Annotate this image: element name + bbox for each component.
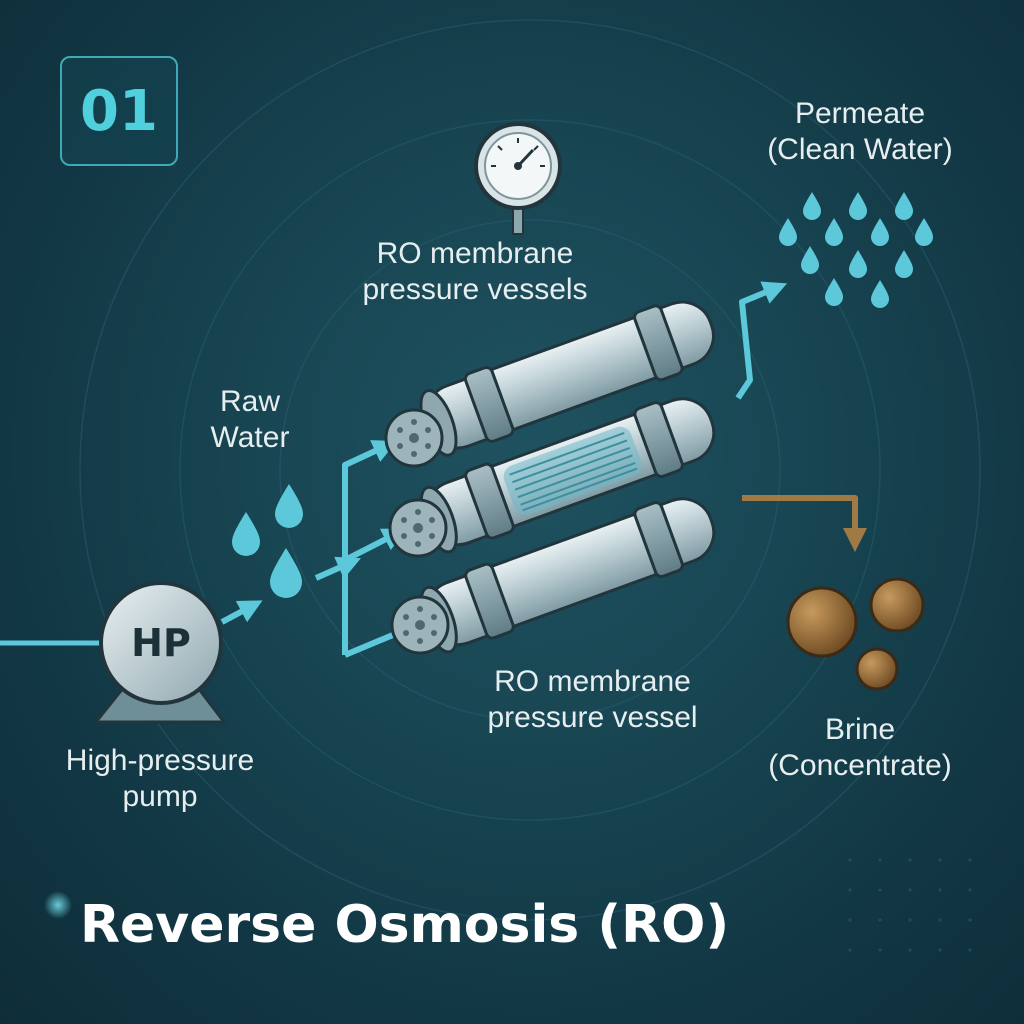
water-drop-icon xyxy=(232,484,303,598)
glow-dot xyxy=(44,891,72,919)
label-vessel-bottom: RO membrane pressure vessel xyxy=(455,664,730,736)
dot-grid xyxy=(848,858,972,952)
label-line: pump xyxy=(122,780,198,813)
flow-arrow-icon xyxy=(220,600,263,625)
brine-arrow-icon xyxy=(742,495,867,552)
label-line: Raw xyxy=(219,385,280,418)
label-raw-water: Raw Water xyxy=(190,384,310,456)
high-pressure-pump xyxy=(94,581,226,724)
label-line: Water xyxy=(210,421,290,454)
pressure-gauge-icon xyxy=(474,122,562,235)
label-line: RO membrane xyxy=(376,237,574,270)
label-vessels-top: RO membrane pressure vessels xyxy=(330,236,620,308)
label-line: (Clean Water) xyxy=(767,133,953,166)
label-permeate: Permeate (Clean Water) xyxy=(740,96,980,168)
label-line: Brine xyxy=(824,713,896,746)
permeate-drops-icon xyxy=(779,192,933,308)
label-line: RO membrane xyxy=(494,665,691,698)
background-rings xyxy=(79,19,981,921)
label-brine: Brine (Concentrate) xyxy=(735,712,985,784)
vessel-end-caps xyxy=(384,408,450,655)
feed-manifold xyxy=(342,440,407,658)
label-line: pressure vessels xyxy=(362,273,588,306)
label-line: High-pressure xyxy=(65,744,255,777)
label-line: Permeate xyxy=(794,97,926,130)
label-line: pressure vessel xyxy=(487,701,698,734)
permeate-arrow-icon xyxy=(735,281,788,400)
step-number-badge: 01 xyxy=(60,56,178,166)
pump-badge-text: HP xyxy=(131,621,191,665)
label-pump: High-pressure pump xyxy=(30,743,290,815)
brine-particle-icon xyxy=(786,577,925,691)
ro-membrane-vessel-middle xyxy=(419,397,716,554)
label-line: (Concentrate) xyxy=(768,749,952,782)
page-title: Reverse Osmosis (RO) xyxy=(80,895,730,955)
